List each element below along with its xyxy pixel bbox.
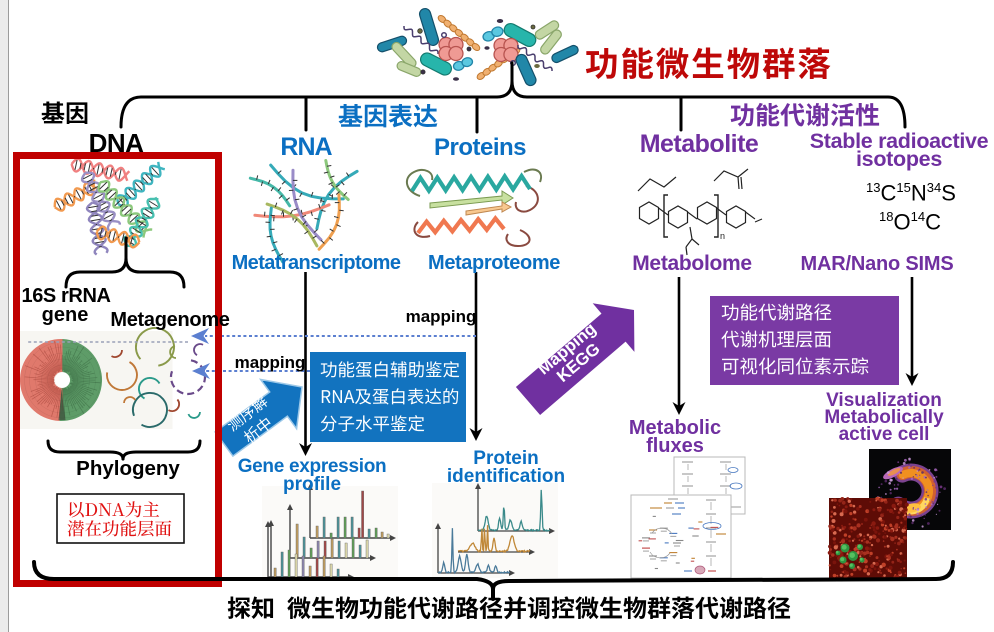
svg-text:n: n — [720, 231, 725, 241]
